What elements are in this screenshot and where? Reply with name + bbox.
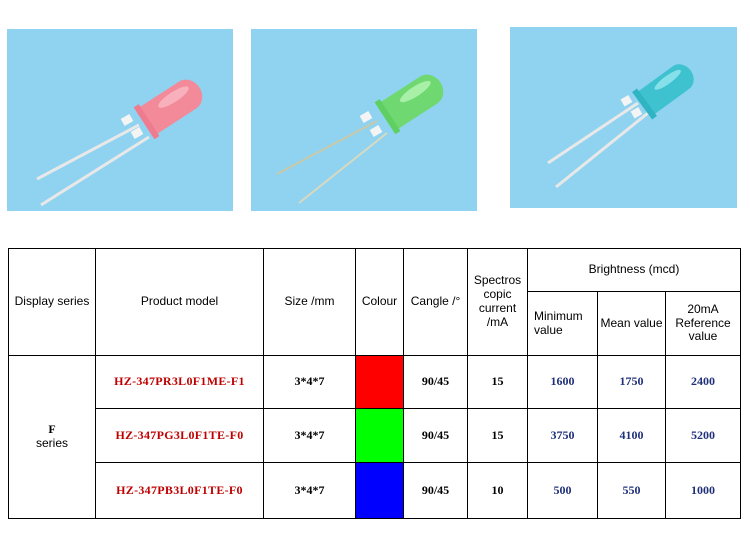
blue-led-photo [510,27,737,208]
min-value-red: 1600 [527,355,598,409]
green-led-image [276,74,444,204]
colour-swatch-red [356,356,403,408]
blue-led-image [547,64,694,189]
header-mean-value: Mean value [597,291,666,356]
red-led-photo [7,29,233,211]
header-reference-line1: 20mA [687,301,719,316]
cangle-red: 90/45 [403,355,468,409]
colour-swatch-cell-blue [355,462,404,519]
header-colour: Colour [355,248,404,356]
size-blue: 3*4*7 [263,462,356,519]
mean-value-green: 4100 [597,408,666,463]
ref-value-green: 5200 [664,408,742,463]
header-size: Size /mm [263,248,356,356]
series-cell: F series [8,355,96,519]
min-value-blue: 500 [527,462,598,519]
header-product-model: Product model [95,248,264,356]
header-reference-line2: Reference value [675,315,731,344]
mean-value-red: 1750 [597,355,666,409]
mean-value-blue: 550 [597,462,666,519]
current-green: 15 [467,408,528,463]
colour-swatch-cell-red [355,355,404,409]
header-current-line3: current [478,301,517,315]
red-led-image [36,79,203,207]
green-led-photo [251,29,477,211]
series-label: series [35,436,68,450]
header-current: Spectros copic current /mA [467,248,528,356]
colour-swatch-blue [356,463,403,518]
product-model-green: HZ-347PG3L0F1TE-F0 [95,408,264,463]
min-value-green: 3750 [527,408,598,463]
product-model-blue: HZ-347PB3L0F1TE-F0 [95,462,264,519]
size-green: 3*4*7 [263,408,356,463]
header-brightness: Brightness (mcd) [526,248,742,292]
header-reference-value: 20mA Reference value [664,291,742,356]
series-letter: F [48,422,56,437]
current-blue: 10 [467,462,528,519]
header-current-line4: /mA [486,314,509,329]
cangle-blue: 90/45 [403,462,468,519]
current-red: 15 [467,355,528,409]
cangle-green: 90/45 [403,408,468,463]
header-minimum-value: Minimum value [527,291,598,356]
header-current-line2: copic [483,287,512,302]
product-model-red: HZ-347PR3L0F1ME-F1 [95,355,264,409]
colour-swatch-green [356,409,403,462]
ref-value-red: 2400 [664,355,742,409]
ref-value-blue: 1000 [664,462,742,519]
led-spec-table: Display series Product model Size /mm Co… [8,248,742,519]
header-display-series: Display series [8,248,96,356]
size-red: 3*4*7 [263,355,356,409]
header-cangle: Cangle /° [403,248,468,356]
colour-swatch-cell-green [355,408,404,463]
header-current-line1: Spectros [473,273,522,288]
